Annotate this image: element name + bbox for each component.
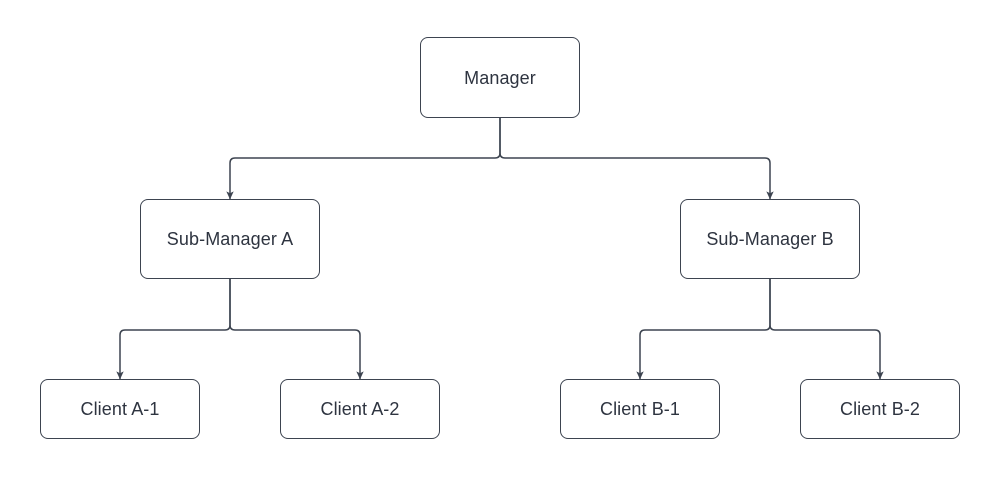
- node-sub-manager-a[interactable]: Sub-Manager A: [140, 199, 320, 279]
- node-sub-manager-b[interactable]: Sub-Manager B: [680, 199, 860, 279]
- node-manager-label: Manager: [464, 67, 536, 88]
- node-client-b-1[interactable]: Client B-1: [560, 379, 720, 439]
- edge-manager-sub-a: [226, 118, 501, 200]
- node-sub-manager-b-label: Sub-Manager B: [706, 229, 834, 249]
- edge-sub-a-client-a-2: [229, 279, 364, 380]
- node-client-a-2[interactable]: Client A-2: [280, 379, 440, 439]
- node-client-b-2[interactable]: Client B-2: [800, 379, 960, 439]
- edge-manager-sub-b: [499, 118, 774, 200]
- edge-sub-b-client-b-2: [769, 279, 884, 380]
- node-sub-manager-a-label: Sub-Manager A: [166, 229, 294, 249]
- edge-sub-b-client-b-1: [636, 279, 771, 380]
- edge-sub-a-client-a-1: [116, 279, 231, 380]
- node-client-a-1[interactable]: Client A-1: [40, 379, 200, 439]
- node-manager[interactable]: Manager: [420, 37, 580, 118]
- node-client-a-1-label: Client A-1: [80, 399, 160, 419]
- node-client-b-1-label: Client B-1: [599, 399, 681, 419]
- node-client-a-2-label: Client A-2: [320, 399, 400, 419]
- node-client-b-2-label: Client B-2: [839, 399, 921, 419]
